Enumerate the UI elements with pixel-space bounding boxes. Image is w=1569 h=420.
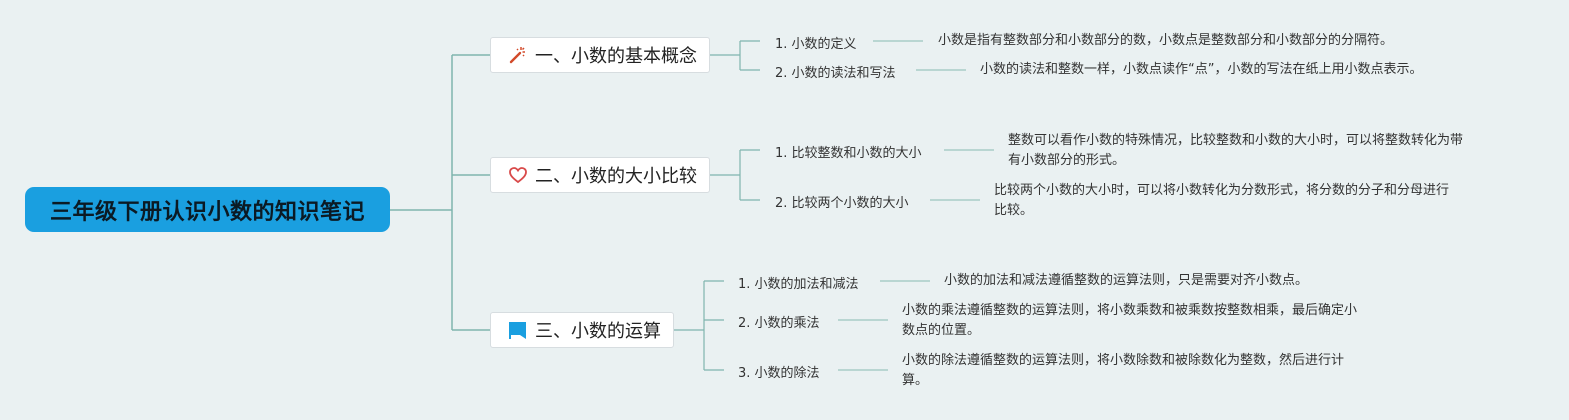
desc-3-1: 小数的加法和减法遵循整数的运算法则，只是需要对齐小数点。 bbox=[944, 273, 1309, 288]
branch-label: 二、小数的大小比较 bbox=[535, 166, 697, 187]
magic-wand-icon bbox=[507, 44, 529, 66]
topic-3-3[interactable]: 3. 小数的除法 bbox=[738, 366, 820, 381]
heart-icon bbox=[507, 164, 529, 186]
topic-1-1[interactable]: 1. 小数的定义 bbox=[775, 37, 857, 52]
connector-branch-3-items bbox=[674, 280, 724, 371]
branch-label: 一、小数的基本概念 bbox=[535, 46, 697, 67]
desc-line: 小数的除法遵循整数的运算法则，将小数除数和被除数化为整数，然后进行计 bbox=[902, 353, 1345, 368]
desc-line: 有小数部分的形式。 bbox=[1008, 153, 1126, 168]
root-title[interactable]: 三年级下册认识小数的知识笔记 bbox=[25, 187, 390, 232]
topic-2-1[interactable]: 1. 比较整数和小数的大小 bbox=[775, 146, 922, 161]
desc-1-1: 小数是指有整数部分和小数部分的数，小数点是整数部分和小数部分的分隔符。 bbox=[938, 33, 1394, 48]
topic-1-2[interactable]: 2. 小数的读法和写法 bbox=[775, 66, 896, 81]
connector-branch-2-items bbox=[710, 149, 760, 201]
desc-2-2: 比较两个小数的大小时，可以将小数转化为分数形式，将分数的分子和分母进行 比较。 bbox=[994, 181, 1494, 221]
branch-3[interactable]: 三、小数的运算 bbox=[490, 312, 674, 348]
desc-line: 比较。 bbox=[994, 203, 1034, 218]
desc-3-3: 小数的除法遵循整数的运算法则，将小数除数和被除数化为整数，然后进行计 算。 bbox=[902, 351, 1422, 391]
desc-line: 数点的位置。 bbox=[902, 323, 981, 338]
flag-icon bbox=[507, 319, 529, 341]
topic-2-2[interactable]: 2. 比较两个小数的大小 bbox=[775, 196, 909, 211]
topic-3-2[interactable]: 2. 小数的乘法 bbox=[738, 316, 820, 331]
branch-2[interactable]: 二、小数的大小比较 bbox=[490, 157, 710, 193]
branch-label: 三、小数的运算 bbox=[535, 321, 661, 342]
desc-line: 算。 bbox=[902, 373, 929, 388]
desc-1-2: 小数的读法和整数一样，小数点读作“点”，小数的写法在纸上用小数点表示。 bbox=[980, 62, 1423, 77]
desc-line: 小数的乘法遵循整数的运算法则，将小数乘数和被乘数按整数相乘，最后确定小 bbox=[902, 303, 1358, 318]
connector-branch-1-items bbox=[710, 40, 760, 71]
desc-2-1: 整数可以看作小数的特殊情况，比较整数和小数的大小时，可以将整数转化为带 有小数部… bbox=[1008, 131, 1508, 171]
topic-3-1[interactable]: 1. 小数的加法和减法 bbox=[738, 277, 859, 292]
desc-3-2: 小数的乘法遵循整数的运算法则，将小数乘数和被乘数按整数相乘，最后确定小 数点的位… bbox=[902, 301, 1422, 341]
desc-line: 整数可以看作小数的特殊情况，比较整数和小数的大小时，可以将整数转化为带 bbox=[1008, 133, 1464, 148]
desc-line: 比较两个小数的大小时，可以将小数转化为分数形式，将分数的分子和分母进行 bbox=[994, 183, 1450, 198]
branch-1[interactable]: 一、小数的基本概念 bbox=[490, 37, 710, 73]
